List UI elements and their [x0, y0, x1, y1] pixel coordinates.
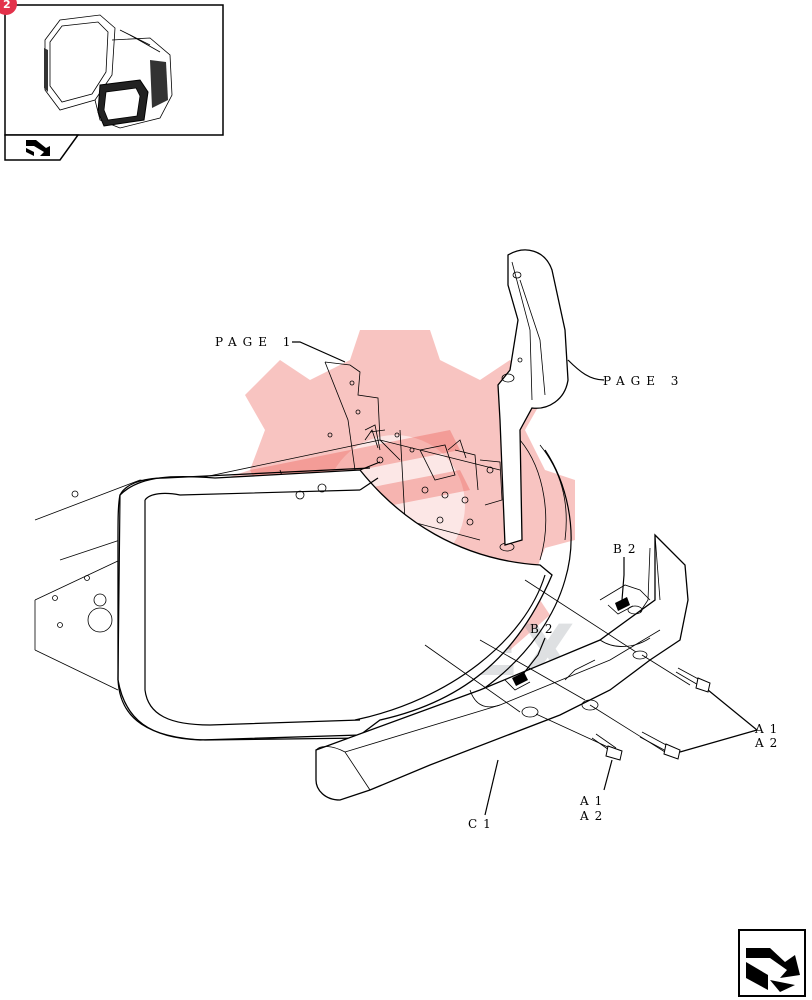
label-page-3[interactable]: PAGE 3 — [603, 374, 684, 388]
thumbnail-panel[interactable]: 2 — [0, 0, 224, 161]
page-badge: 2 — [0, 0, 17, 15]
bolt-a1-a2-upper — [641, 654, 711, 693]
leader-lines — [292, 341, 758, 816]
arrow-back-icon[interactable] — [26, 140, 50, 156]
label-a1-right: A1 — [754, 722, 783, 736]
counterweight — [315, 533, 689, 801]
label-b2-upper: B2 — [613, 542, 641, 556]
bolt-a1-a2-lower — [535, 713, 623, 761]
label-a2-bottom: A2 — [579, 809, 608, 823]
svg-text:2: 2 — [3, 0, 11, 11]
label-a2-right: A2 — [754, 736, 783, 750]
label-b2-lower: B2 — [530, 622, 558, 636]
label-a1-bottom: A1 — [579, 794, 608, 808]
excavator-thumbnail — [44, 14, 173, 129]
upper-frame — [34, 249, 572, 741]
arrow-forward-icon[interactable] — [738, 929, 806, 997]
label-c1: C1 — [468, 817, 497, 831]
label-page-1[interactable]: PAGE 1 — [215, 335, 296, 349]
bolt-a1-a2-middle — [589, 704, 681, 760]
